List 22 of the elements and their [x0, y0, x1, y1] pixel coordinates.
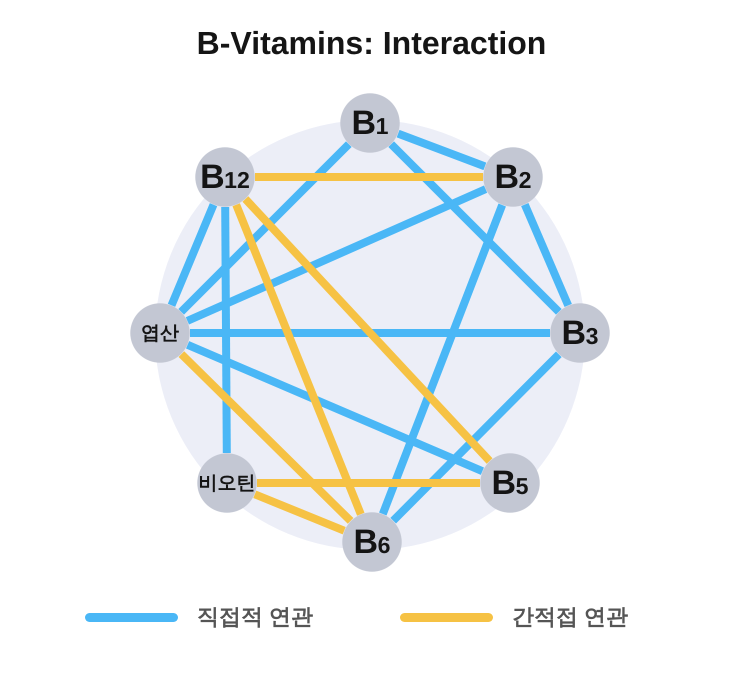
connector-line [521, 203, 572, 307]
legend-label: 직접적 연관 [197, 603, 314, 631]
connector-line [390, 351, 562, 524]
legend-label: 간적접 연관 [512, 603, 628, 631]
connector-line [178, 141, 352, 315]
connector-line [257, 479, 480, 487]
connector-line [388, 141, 562, 315]
connector-line [242, 196, 493, 464]
connector-line [190, 329, 550, 337]
connector-line [232, 203, 365, 516]
connector-line [178, 351, 354, 524]
connector-line [379, 204, 506, 516]
vitamin-node: 엽산 [130, 303, 190, 363]
connector-line [168, 203, 218, 307]
connector-line [253, 490, 346, 534]
connector-line [255, 173, 483, 181]
connector-line [186, 341, 484, 475]
connector-line [186, 185, 488, 325]
connector-line [221, 206, 231, 454]
diagram-title: B-Vitamins: Interaction [196, 24, 546, 62]
vitamin-node: 비오틴 [197, 453, 257, 513]
connector-line [396, 130, 486, 170]
